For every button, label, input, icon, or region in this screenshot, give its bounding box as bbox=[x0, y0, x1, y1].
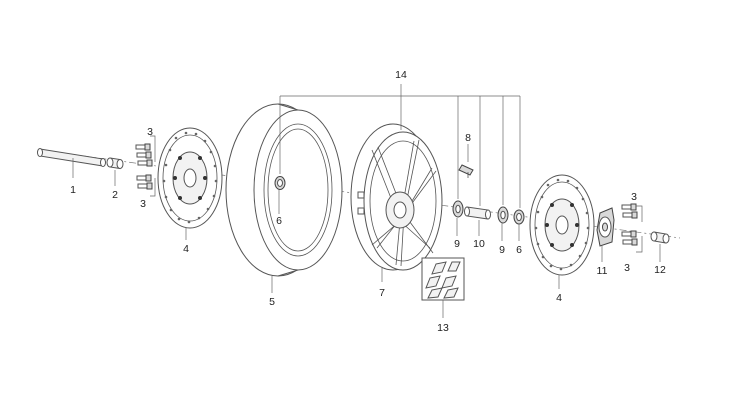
distance-collar bbox=[464, 206, 491, 220]
callout-bearing-left: 9 bbox=[454, 238, 460, 250]
callout-brake-disc-right: 4 bbox=[556, 292, 562, 304]
axle bbox=[37, 148, 106, 167]
speedo-drive bbox=[596, 207, 615, 247]
bolts-right bbox=[621, 203, 643, 253]
callout-bolts-left-bottom: 3 bbox=[140, 198, 146, 210]
tire bbox=[225, 103, 343, 277]
bolt bbox=[621, 203, 637, 211]
callout-axle: 1 bbox=[70, 184, 76, 196]
bolt bbox=[137, 159, 153, 167]
callout-spacer-left: 2 bbox=[112, 189, 118, 201]
callout-bolts-right-bottom: 3 bbox=[624, 262, 630, 274]
bolt bbox=[135, 143, 151, 151]
callout-bolts-left-top: 3 bbox=[147, 126, 153, 138]
bolts-left bbox=[135, 135, 156, 197]
brake-disc-right bbox=[529, 174, 595, 276]
callout-bearing-right: 9 bbox=[499, 244, 505, 256]
callout-valve: 8 bbox=[465, 132, 471, 144]
bolt bbox=[622, 211, 638, 219]
bearing-left bbox=[452, 200, 464, 218]
callout-speedo-drive: 11 bbox=[597, 265, 608, 277]
seal-left bbox=[274, 176, 286, 190]
callout-seal-right: 6 bbox=[516, 244, 522, 256]
valve bbox=[458, 144, 474, 178]
bolt bbox=[136, 151, 152, 159]
callout-rim: 7 bbox=[379, 287, 385, 299]
disc-rivets-left bbox=[173, 156, 207, 200]
spacer-right bbox=[650, 231, 670, 244]
disc-holes-right bbox=[534, 178, 590, 271]
disc-holes-left bbox=[162, 131, 218, 224]
bolt bbox=[621, 230, 637, 238]
rim bbox=[350, 123, 443, 271]
disc-rivets-right bbox=[545, 203, 579, 247]
callout-seal-left: 6 bbox=[276, 215, 282, 227]
callout-brake-disc-left: 4 bbox=[183, 243, 189, 255]
bolt bbox=[136, 174, 152, 182]
spacer-left bbox=[106, 157, 124, 170]
wheel-assembly-leaders bbox=[279, 84, 521, 208]
balance-weights bbox=[421, 257, 465, 318]
callout-leaders bbox=[72, 158, 661, 293]
bolt bbox=[137, 182, 153, 190]
callout-wheel-assembly: 14 bbox=[395, 69, 407, 81]
callout-tire: 5 bbox=[269, 296, 275, 308]
bearing-right bbox=[497, 206, 509, 224]
callout-spacer-right: 12 bbox=[654, 264, 666, 276]
callout-bolts-right-top: 3 bbox=[631, 191, 637, 203]
seal-right bbox=[513, 209, 525, 225]
callout-distance-collar: 10 bbox=[473, 238, 485, 250]
callout-balance-weights: 13 bbox=[437, 322, 449, 334]
callout-labels: 1 2 3 3 3 3 4 4 5 6 6 7 8 9 9 10 11 12 1… bbox=[70, 69, 666, 334]
bolt bbox=[622, 238, 638, 246]
brake-disc-left bbox=[157, 127, 223, 229]
